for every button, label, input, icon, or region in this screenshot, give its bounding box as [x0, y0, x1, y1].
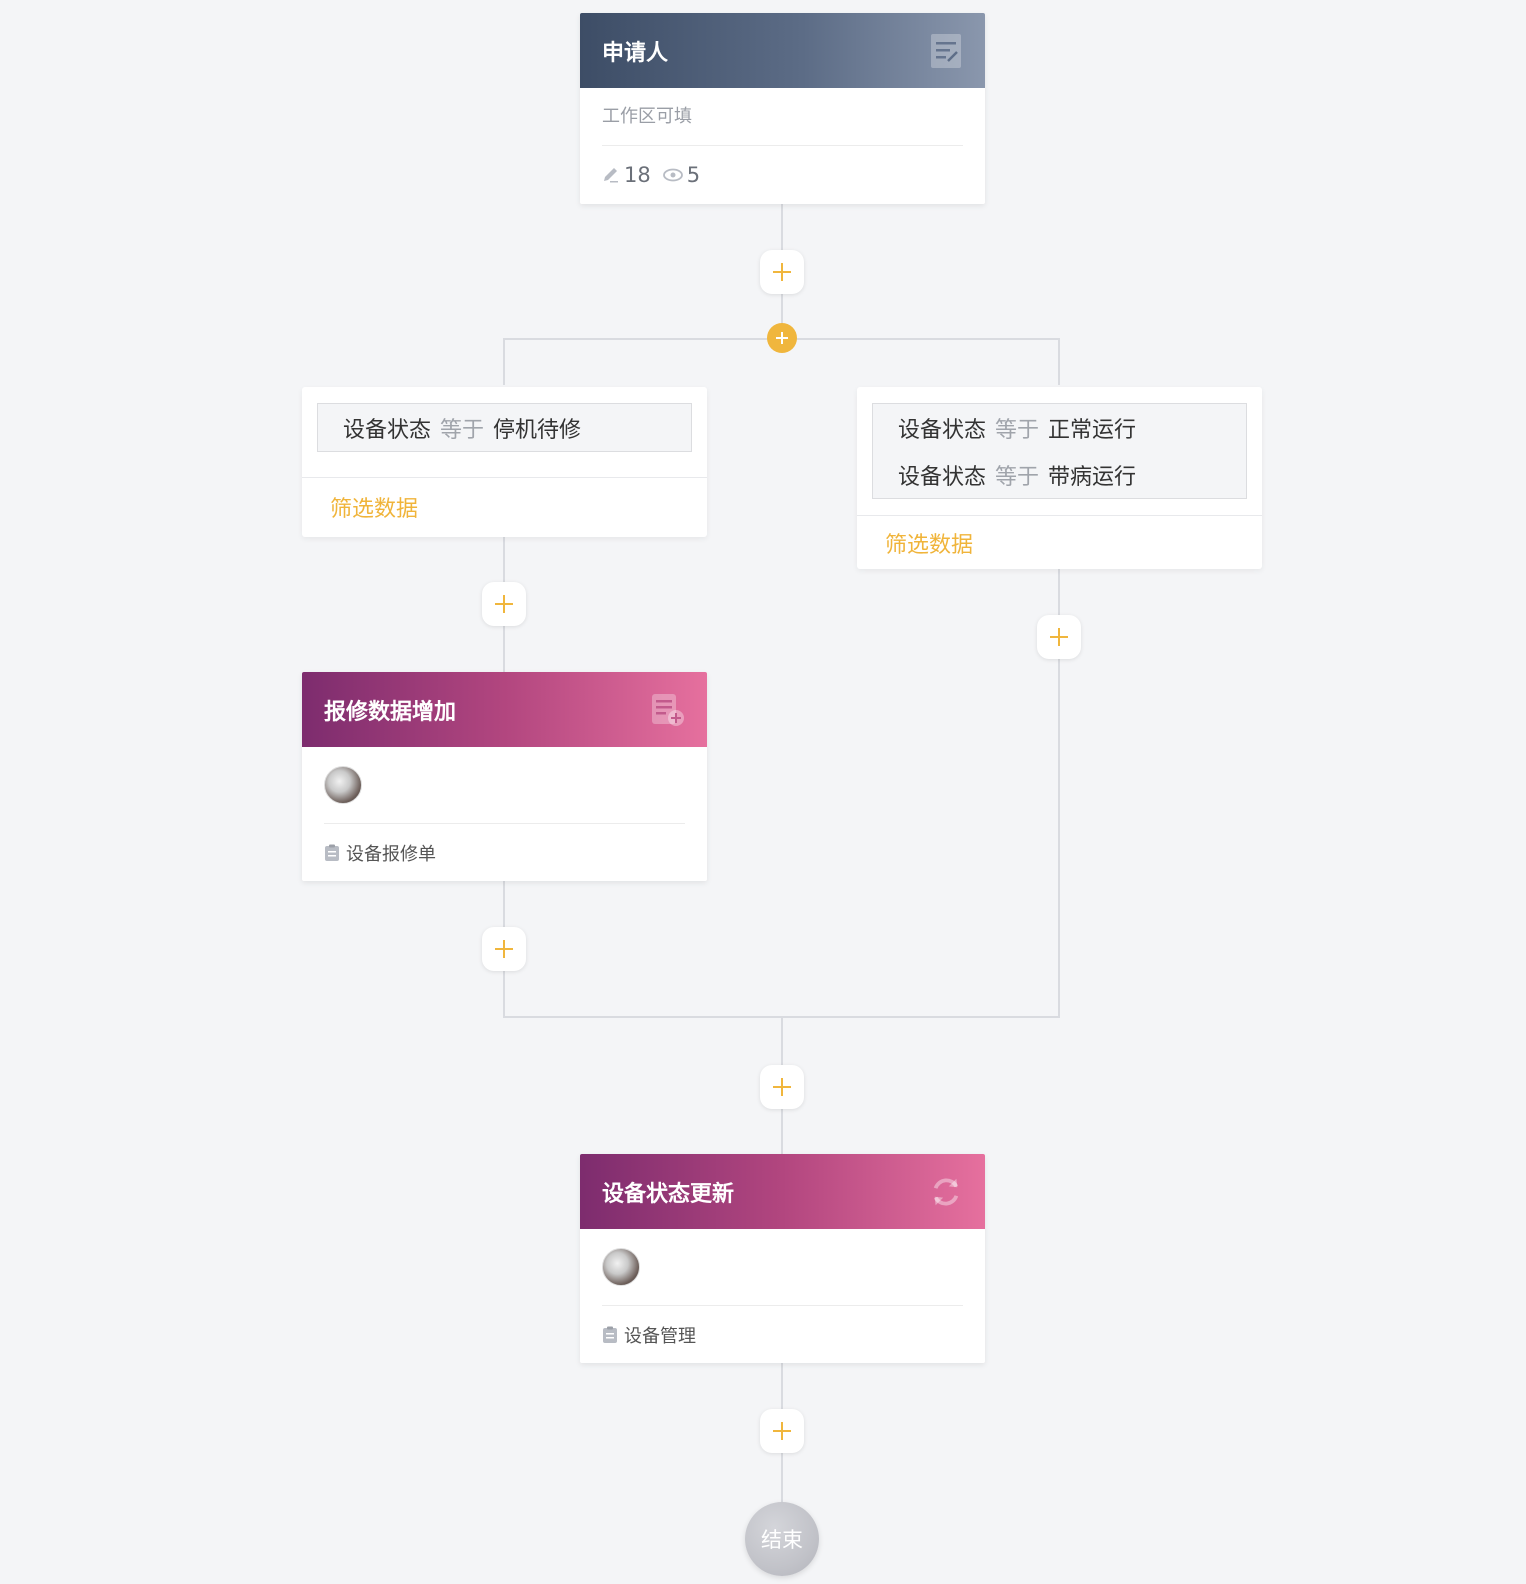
update-node-card[interactable]: 设备状态更新 设备管理 [580, 1154, 985, 1363]
plus-icon [776, 332, 788, 344]
eye-icon [662, 168, 683, 182]
connector-line [1058, 569, 1060, 1018]
condition-value: 带病运行 [1048, 464, 1137, 490]
form-name: 设备报修单 [346, 844, 436, 865]
edit-count: 18 [624, 163, 651, 187]
start-node-subtitle: 工作区可填 [602, 88, 963, 146]
add-branch-button[interactable] [767, 323, 797, 353]
branch-condition-card[interactable]: 设备状态 等于 停机待修 筛选数据 [302, 387, 707, 537]
update-node-title: 设备状态更新 [602, 1181, 735, 1207]
clipboard-icon [602, 1326, 618, 1344]
add-node-button[interactable] [482, 927, 526, 971]
start-node-card[interactable]: 申请人 工作区可填 18 5 [580, 13, 985, 204]
connector-line [1058, 338, 1060, 385]
form-edit-icon [929, 33, 963, 68]
form-reference: 设备报修单 [324, 824, 685, 881]
add-node-button[interactable] [760, 1065, 804, 1109]
add-record-node-card[interactable]: 报修数据增加 设备报修单 [302, 672, 707, 881]
assignee-row [324, 747, 685, 824]
condition-value: 停机待修 [493, 417, 582, 443]
update-node-header: 设备状态更新 [580, 1154, 985, 1229]
plus-icon [1050, 628, 1068, 646]
avatar [602, 1248, 640, 1286]
clipboard-icon [324, 844, 340, 862]
add-record-icon [651, 693, 685, 727]
view-count: 5 [686, 163, 701, 187]
condition-field: 设备状态 [898, 464, 987, 490]
plus-icon [773, 1078, 791, 1096]
pencil-icon [602, 166, 620, 184]
assignee-row [602, 1229, 963, 1306]
plus-icon [495, 940, 513, 958]
connector-line [503, 338, 505, 385]
filter-data-link[interactable]: 筛选数据 [302, 477, 707, 535]
condition-row: 设备状态 等于 带病运行 [898, 451, 1221, 498]
start-node-title: 申请人 [602, 40, 669, 66]
condition-row: 设备状态 等于 正常运行 [898, 404, 1221, 451]
condition-box: 设备状态 等于 正常运行 设备状态 等于 带病运行 [872, 403, 1247, 499]
form-name: 设备管理 [624, 1326, 696, 1347]
condition-value: 正常运行 [1048, 417, 1137, 443]
start-node-stats: 18 5 [602, 146, 963, 204]
plus-icon [773, 1422, 791, 1440]
condition-operator: 等于 [995, 464, 1040, 490]
filter-data-link[interactable]: 筛选数据 [857, 515, 1262, 569]
add-node-button[interactable] [482, 582, 526, 626]
add-node-button[interactable] [760, 1409, 804, 1453]
condition-operator: 等于 [440, 417, 485, 443]
condition-operator: 等于 [995, 417, 1040, 443]
condition-row: 设备状态 等于 停机待修 [343, 404, 666, 451]
add-record-node-header: 报修数据增加 [302, 672, 707, 747]
form-reference: 设备管理 [602, 1306, 963, 1363]
condition-box: 设备状态 等于 停机待修 [317, 403, 692, 452]
refresh-icon [929, 1175, 963, 1209]
add-node-button[interactable] [760, 250, 804, 294]
avatar [324, 766, 362, 804]
plus-icon [495, 595, 513, 613]
condition-field: 设备状态 [898, 417, 987, 443]
branch-condition-card[interactable]: 设备状态 等于 正常运行 设备状态 等于 带病运行 筛选数据 [857, 387, 1262, 569]
add-record-node-title: 报修数据增加 [324, 699, 457, 725]
plus-icon [773, 263, 791, 281]
start-node-header: 申请人 [580, 13, 985, 88]
add-node-button[interactable] [1037, 615, 1081, 659]
end-node: 结束 [745, 1502, 819, 1576]
condition-field: 设备状态 [343, 417, 432, 443]
